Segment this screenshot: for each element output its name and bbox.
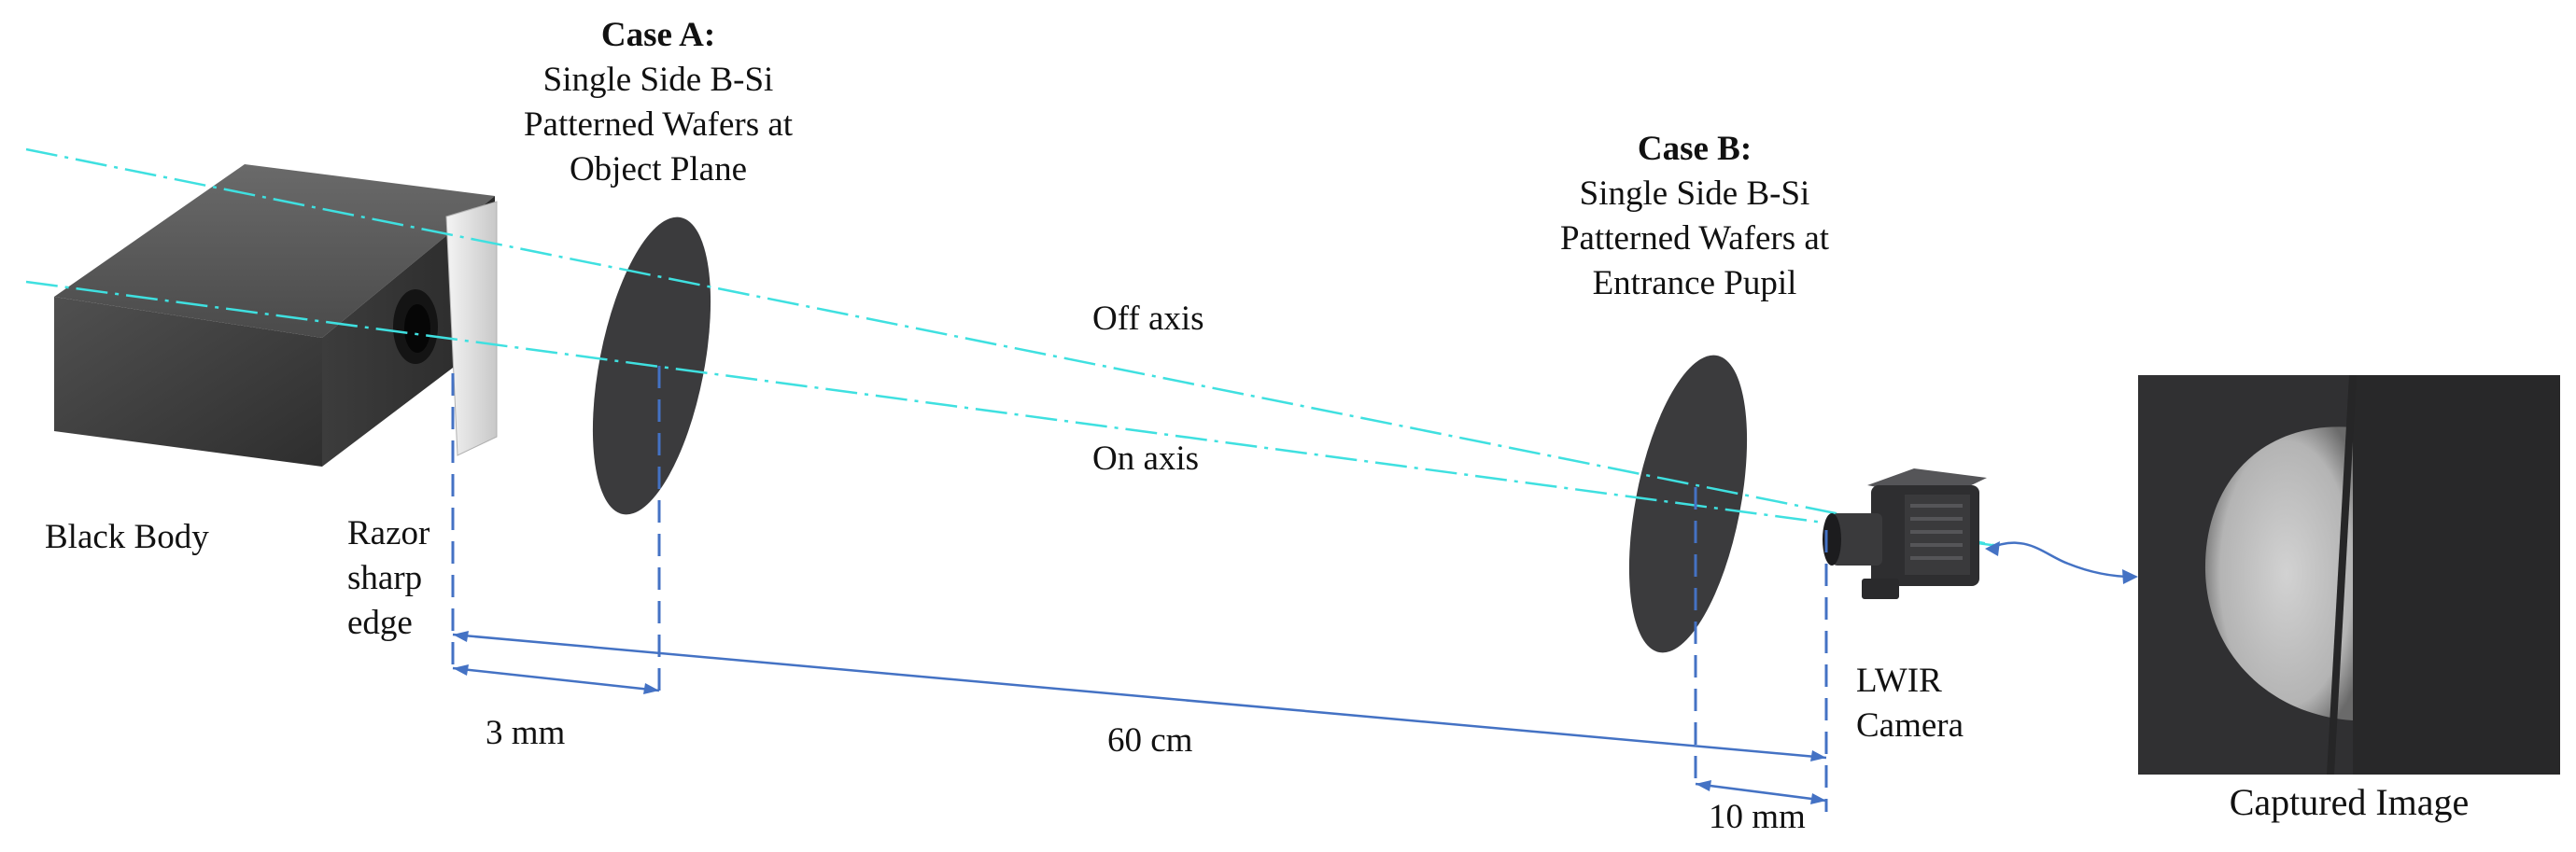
dim-10mm-label: 10 mm — [1709, 798, 1806, 836]
case-a-title: Case A: — [600, 16, 716, 54]
case-b-line-2: Patterned Wafers at — [1559, 219, 1830, 258]
off-axis-ray — [25, 147, 1999, 548]
razor-label-line-1: Razor — [347, 514, 430, 552]
dim-60cm-line — [452, 633, 1827, 760]
dimension-lines — [451, 366, 1828, 812]
dim-3mm-label: 3 mm — [486, 714, 566, 752]
black-body-left-face — [54, 297, 322, 467]
case-a-line-2: Patterned Wafers at — [523, 105, 794, 144]
black-body-top — [54, 164, 495, 338]
lwir-camera — [1823, 468, 1987, 599]
case-a-line-3: Object Plane — [569, 150, 748, 189]
camera-lens-barrel — [1832, 513, 1882, 566]
case-b-title: Case B: — [1637, 130, 1753, 168]
dim-3mm-line — [452, 666, 660, 692]
camera-label-line-1: LWIR — [1856, 662, 1942, 700]
on-axis-ray — [25, 280, 1999, 548]
optical-rays — [25, 147, 1999, 548]
razor-label-line-2: sharp — [347, 559, 423, 597]
camera-heatsink — [1905, 495, 1970, 575]
captured-image-label: Captured Image — [2229, 781, 2470, 823]
razor-label-line-3: edge — [347, 604, 413, 642]
dim-10mm-line — [1695, 782, 1827, 803]
image-link-arrow — [1988, 541, 2133, 579]
case-b-line-3: Entrance Pupil — [1592, 264, 1797, 302]
black-body-aperture-inner — [404, 304, 430, 353]
captured-spot — [2204, 426, 2353, 720]
dim-60cm-label: 60 cm — [1107, 721, 1193, 760]
captured-image — [2138, 375, 2560, 775]
case-b-line-1: Single Side B-Si — [1579, 175, 1810, 213]
off-axis-label: Off axis — [1092, 300, 1204, 338]
black-body — [54, 164, 495, 467]
case-a-line-1: Single Side B-Si — [542, 61, 774, 99]
camera-label-line-2: Camera — [1856, 706, 1964, 745]
black-body-label: Black Body — [45, 518, 209, 556]
on-axis-label: On axis — [1092, 440, 1200, 478]
